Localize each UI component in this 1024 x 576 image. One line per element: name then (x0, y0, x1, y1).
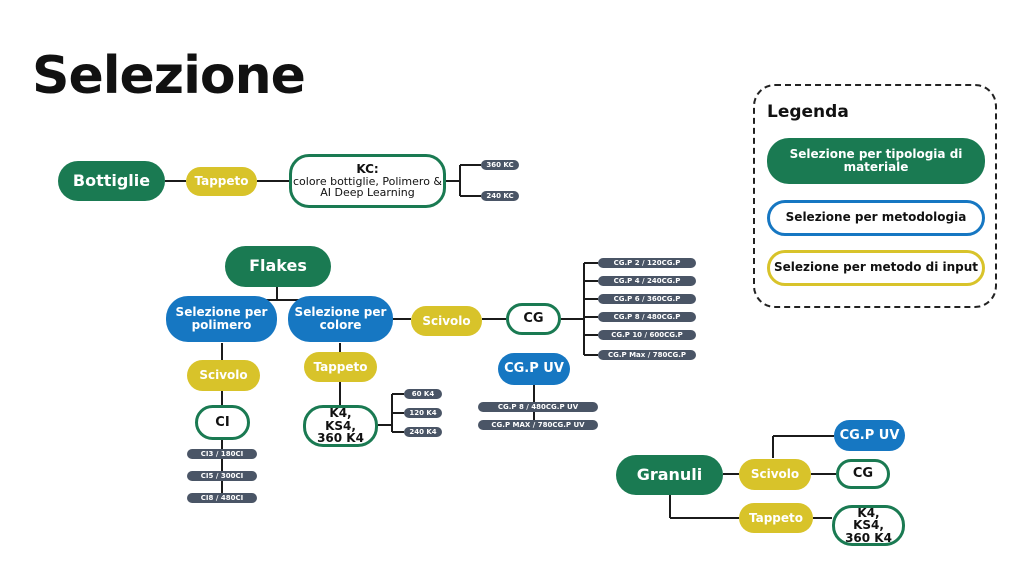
granuli-cgp-uv-node: CG.P UV (834, 420, 905, 451)
kc-machine-desc: colore bottiglie, Polimero & AI Deep Lea… (292, 174, 442, 200)
granuli-node: Granuli (616, 455, 723, 495)
selezione-per-polimero-node: Selezione per polimero (166, 296, 277, 342)
kc-machine-title: KC: (356, 162, 379, 177)
colore-scivolo-node: Scivolo (411, 306, 482, 336)
output-tag-ci3: CI3 / 180CI (187, 449, 257, 459)
flakes-node: Flakes (225, 246, 331, 287)
output-tag-60k4: 60 K4 (404, 389, 442, 399)
bottiglie-tappeto-node: Tappeto (186, 167, 257, 196)
output-tag-cgp10: CG.P 10 / 600CG.P (598, 330, 696, 340)
legend-title: Legenda (767, 102, 849, 122)
output-tag-ci5: CI5 / 300CI (187, 471, 257, 481)
kc-machine-node: KC: colore bottiglie, Polimero & AI Deep… (289, 154, 446, 208)
granuli-tappeto-node: Tappeto (739, 503, 813, 533)
cgp-uv-node: CG.P UV (498, 353, 570, 385)
legend-item-material: Selezione per tipologia di materiale (767, 138, 985, 184)
page-title: Selezione (32, 46, 306, 106)
selezione-per-colore-node: Selezione per colore (288, 296, 393, 342)
cg-machine-node: CG (506, 303, 561, 335)
ci-machine-node: CI (195, 405, 250, 440)
output-tag-cgpmax-uv: CG.P MAX / 780CG.P UV (478, 420, 598, 430)
k4-machine-node: K4, KS4, 360 K4 (303, 405, 378, 447)
output-tag-ci8: CI8 / 480CI (187, 493, 257, 503)
polimero-scivolo-node: Scivolo (187, 360, 260, 391)
output-tag-cgpmax: CG.P Max / 780CG.P (598, 350, 696, 360)
output-tag-cgp8-uv: CG.P 8 / 480CG.P UV (478, 402, 598, 412)
output-tag-240kc: 240 KC (481, 191, 519, 201)
output-tag-cgp6: CG.P 6 / 360CG.P (598, 294, 696, 304)
legend-box: Legenda Selezione per tipologia di mater… (753, 84, 997, 308)
output-tag-240k4: 240 K4 (404, 427, 442, 437)
legend-item-input: Selezione per metodo di input (767, 250, 985, 286)
output-tag-360kc: 360 KC (481, 160, 519, 170)
bottiglie-node: Bottiglie (58, 161, 165, 201)
granuli-k4-node: K4, KS4, 360 K4 (832, 505, 905, 546)
output-tag-cgp4: CG.P 4 / 240CG.P (598, 276, 696, 286)
colore-tappeto-node: Tappeto (304, 352, 377, 382)
legend-item-method: Selezione per metodologia (767, 200, 985, 236)
granuli-cg-node: CG (836, 459, 890, 489)
output-tag-cgp2: CG.P 2 / 120CG.P (598, 258, 696, 268)
output-tag-cgp8: CG.P 8 / 480CG.P (598, 312, 696, 322)
granuli-scivolo-node: Scivolo (739, 459, 811, 490)
output-tag-120k4: 120 K4 (404, 408, 442, 418)
